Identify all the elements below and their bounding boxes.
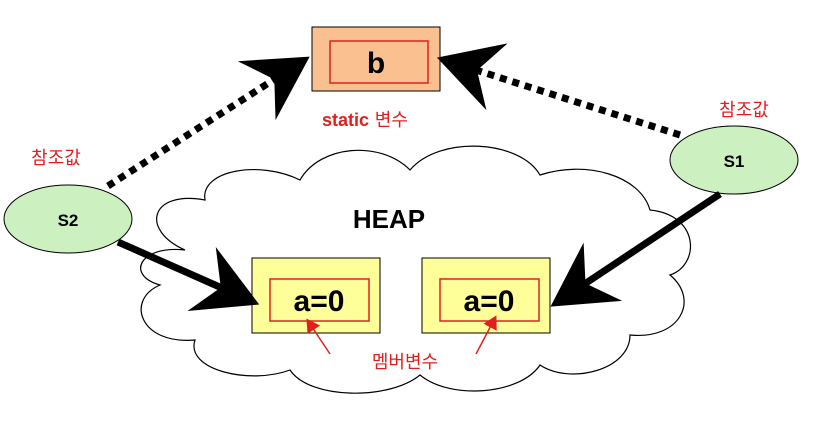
- member-variable-caption: 멤버변수: [372, 352, 438, 373]
- static-variable-value: b: [367, 47, 385, 80]
- s1-ref-caption: 참조값: [719, 100, 769, 121]
- static-caption-rest: 변수: [369, 110, 408, 131]
- s1-to-right-object-arrow: [550, 191, 722, 307]
- right-object-member: a=0: [464, 285, 515, 318]
- s2-to-static-dotted-arrow: [106, 56, 310, 189]
- member-arrow-right: [475, 315, 497, 355]
- s1-to-static-dotted-arrow: [436, 43, 682, 139]
- left-object-member: a=0: [294, 285, 345, 318]
- static-variable-caption: static 변수: [322, 110, 408, 131]
- member-arrow-left: [306, 318, 331, 355]
- s2-to-left-object-arrow: [116, 238, 260, 312]
- s2-label: S2: [58, 211, 79, 230]
- heap-label: HEAP: [353, 204, 425, 234]
- s2-node: [3, 184, 133, 254]
- s1-label: S1: [724, 152, 745, 171]
- s1-node: [669, 125, 799, 195]
- static-caption-bold: static: [322, 110, 369, 130]
- s2-ref-caption: 참조값: [31, 148, 81, 169]
- static-variable-box: [311, 26, 441, 92]
